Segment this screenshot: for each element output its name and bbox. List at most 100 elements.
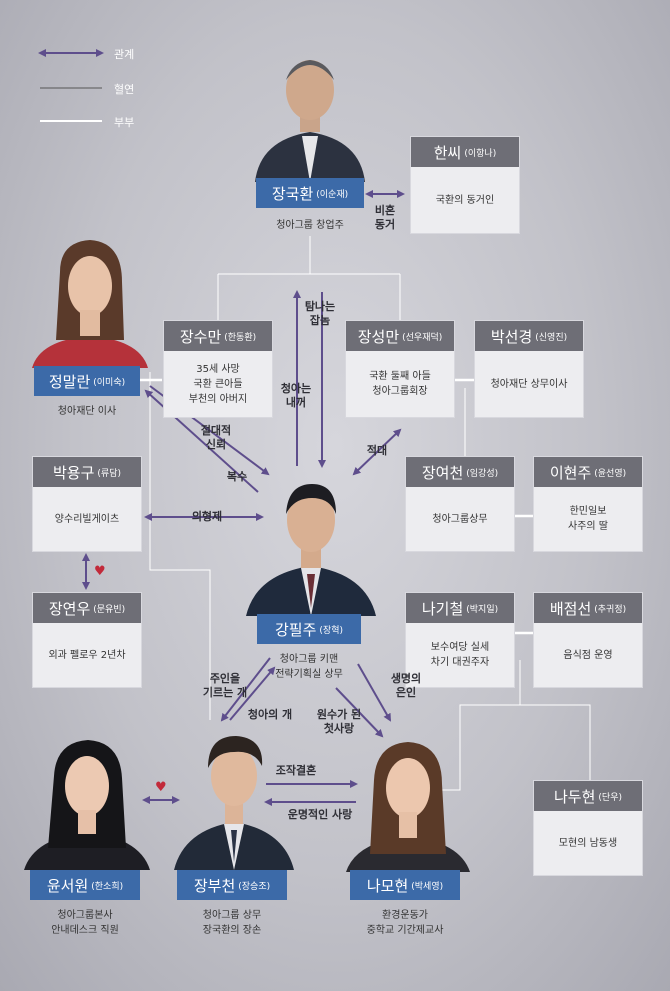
actor-name: (단우)	[598, 792, 622, 803]
character-name: 장성만	[357, 327, 400, 346]
actor-name: (한동환)	[224, 332, 257, 343]
card-jang-yeonu: 장연우(문유빈) 외과 펠로우 2년차	[32, 592, 142, 688]
card-head: 장수만(한동환)	[164, 321, 272, 351]
heart-icon: ♥	[94, 564, 106, 579]
character-name: 정말란	[48, 372, 91, 391]
actor-name: (박지일)	[466, 604, 499, 615]
card-head: 한씨(이항나)	[411, 137, 519, 167]
rel-text: 탐나는	[304, 300, 336, 313]
rel-text: 신뢰	[205, 438, 227, 451]
actor-name: (윤선영)	[594, 468, 627, 479]
jang-gukhwan-portrait	[255, 60, 365, 182]
desc-line: 중학교 기간제교사	[366, 925, 444, 936]
character-desc: 35세 사망	[196, 363, 240, 375]
desc-line: 환경운동가	[382, 910, 428, 921]
actor-name: (신영진)	[535, 332, 568, 343]
heart-icon: ♥	[155, 780, 167, 795]
rel-uihyeongje: 의형제	[191, 510, 223, 523]
character-desc: 청아그룹상무	[432, 513, 488, 525]
character-desc: 외과 펠로우 2년차	[48, 649, 126, 661]
character-name: 이현주	[549, 463, 592, 482]
actor-name: (선우재덕)	[402, 332, 443, 343]
character-name: 장여천	[421, 463, 464, 482]
actor-name: (장승조)	[238, 881, 271, 892]
desc-line: 청아그룹 키맨	[279, 654, 339, 665]
rel-text: 원수가 된	[316, 708, 362, 721]
character-desc: 모현의 남동생	[558, 837, 618, 849]
actor-name: (박세영)	[411, 881, 444, 892]
rel-text: 생명의	[390, 672, 422, 685]
desc-line: 안내데스크 직원	[51, 925, 119, 936]
legend-blood-label: 혈연	[114, 83, 135, 96]
character-desc: 한민일보	[569, 506, 607, 517]
name-jeong-malran: 정말란(이미숙)	[34, 366, 140, 396]
card-park-seongyeong: 박선경(신영진) 청아재단 상무이사	[474, 320, 584, 418]
card-head: 박용구(류담)	[33, 457, 141, 487]
card-head: 이현주(윤선영)	[534, 457, 642, 487]
card-head: 박선경(신영진)	[475, 321, 583, 351]
name-jang-bucheon: 장부천(장승조)	[177, 870, 287, 900]
character-desc: 국환의 동거인	[435, 194, 495, 206]
jang-bucheon-portrait	[174, 736, 294, 870]
character-desc: 국환 둘째 아들	[369, 371, 431, 382]
character-desc: 차기 대권주자	[430, 657, 490, 668]
legend-spouse-label: 부부	[114, 116, 135, 129]
name-na-mohyeon: 나모현(박세영)	[350, 870, 460, 900]
actor-name: (이항나)	[464, 148, 497, 159]
card-hanssi: 한씨(이항나) 국환의 동거인	[410, 136, 520, 234]
desc-line: 장국환의 장손	[202, 925, 262, 936]
rel-cheongaui-gae: 청아의 개	[247, 708, 293, 721]
character-name: 윤서원	[46, 876, 89, 895]
character-desc: 사주의 딸	[568, 521, 608, 532]
card-head: 나두현(단우)	[534, 781, 642, 811]
legend-relation-label: 관계	[114, 48, 135, 61]
character-desc: 음식점 운영	[563, 649, 613, 661]
character-name: 나모현	[366, 876, 409, 895]
desc-jang-gukhwan: 청아그룹 창업주	[276, 220, 344, 231]
na-mohyeon-portrait	[346, 742, 470, 872]
rel-text: 기르는 개	[202, 686, 248, 699]
desc-line: 전략기획실 상무	[275, 669, 343, 680]
actor-name: (임강성)	[466, 468, 499, 479]
card-head: 장여천(임강성)	[406, 457, 514, 487]
card-head: 장연우(문유빈)	[33, 593, 141, 623]
character-name: 박선경	[490, 327, 533, 346]
character-name: 한씨	[433, 143, 462, 162]
character-name: 장국환	[271, 184, 314, 203]
card-bae-jeomseon: 배점선(추귀정) 음식점 운영	[533, 592, 643, 688]
yun-seowon-portrait	[24, 740, 150, 870]
rel-text: 잡놈	[309, 314, 331, 327]
rel-text: 비혼	[374, 204, 396, 217]
character-desc: 국환 큰아들	[193, 378, 243, 390]
rel-jeokdae: 적대	[366, 444, 388, 457]
actor-name: (추귀정)	[594, 604, 627, 615]
card-head: 나기철(박지일)	[406, 593, 514, 623]
card-jang-yeocheon: 장여천(임강성) 청아그룹상무	[405, 456, 515, 552]
desc-line: 청아그룹 상무	[202, 910, 262, 921]
card-head: 장성만(선우재덕)	[346, 321, 454, 351]
actor-name: (이순재)	[316, 189, 349, 200]
desc-line: 청아그룹본사	[57, 910, 113, 921]
character-name: 나기철	[421, 599, 464, 618]
desc-jeong-malran: 청아재단 이사	[57, 406, 117, 417]
character-name: 강필주	[275, 620, 317, 639]
name-jang-gukhwan: 장국환(이순재)	[256, 178, 364, 208]
rel-text: 내꺼	[285, 396, 307, 409]
jeong-malran-portrait	[32, 240, 148, 368]
rel-text: 주인을	[209, 672, 241, 685]
character-desc: 청아재단 상무이사	[490, 378, 568, 390]
